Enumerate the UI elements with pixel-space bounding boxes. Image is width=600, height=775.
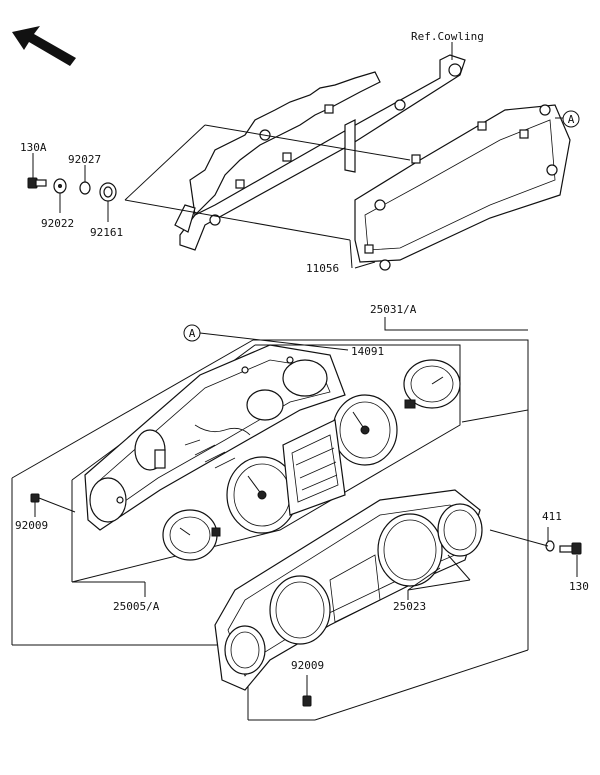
svg-text:A: A <box>189 327 196 340</box>
svg-text:A: A <box>568 113 575 126</box>
label-25023: 25023 <box>393 600 426 613</box>
label-130a: 130A <box>20 141 47 154</box>
callout-a-lower: A <box>183 324 201 342</box>
label-92027: 92027 <box>68 153 101 166</box>
front-direction-arrow-icon <box>12 26 76 66</box>
meter-case <box>84 344 346 531</box>
label-92009-bottom: 92009 <box>291 659 324 672</box>
label-25005a: 25005/A <box>113 600 160 613</box>
label-92022: 92022 <box>41 217 74 230</box>
washer-411 <box>545 540 555 552</box>
label-92161: 92161 <box>90 226 123 239</box>
screw-92009-left <box>30 493 76 513</box>
meter-cover <box>214 489 483 691</box>
bolt-130 <box>559 542 582 555</box>
callout-a-upper: A <box>562 110 580 128</box>
label-14091: 14091 <box>351 345 384 358</box>
washer-92022 <box>53 178 67 194</box>
label-411: 411 <box>542 510 562 523</box>
screw-92009-bottom <box>302 695 312 707</box>
small-gauge-upper <box>403 359 461 409</box>
label-130: 130 <box>569 580 589 593</box>
label-92009-left: 92009 <box>15 519 48 532</box>
label-ref-cowling: Ref.Cowling <box>411 30 484 43</box>
meter-faces <box>226 394 398 534</box>
bolt-130a <box>27 177 47 189</box>
label-25031a: 25031/A <box>370 303 417 316</box>
grommet-92161 <box>99 182 117 202</box>
meter-bracket-11056 <box>174 54 571 271</box>
small-gauge-lower <box>162 509 221 561</box>
collar-92027 <box>79 181 91 195</box>
label-11056: 11056 <box>306 262 339 275</box>
